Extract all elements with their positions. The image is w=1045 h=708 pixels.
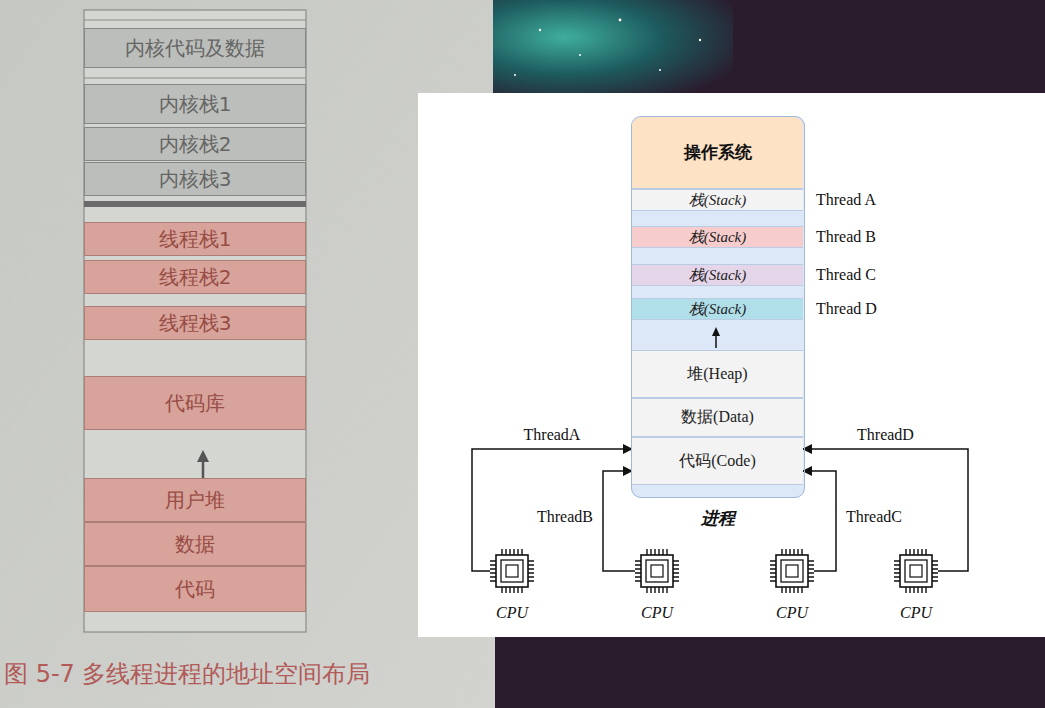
cpu-chip: CPU xyxy=(635,546,679,622)
code-region: 代码(Code) xyxy=(632,437,803,485)
node-label: 栈(Stack) xyxy=(689,266,746,285)
thread-connector xyxy=(803,471,836,571)
memory-region: 内核栈3 xyxy=(84,162,306,196)
thread-label: Thread A xyxy=(816,190,876,210)
edge-label: ThreadC xyxy=(844,508,904,526)
thread-connector xyxy=(472,449,632,571)
node-label: 用户堆 xyxy=(165,487,225,514)
node-label: CPU xyxy=(758,604,826,622)
process-box: 进程操作系统栈(Stack)Thread A栈(Stack)Thread B栈(… xyxy=(631,116,805,498)
node-label: 线程栈1 xyxy=(159,226,232,253)
node-label: 内核栈2 xyxy=(159,131,232,158)
memory-region: 线程栈1 xyxy=(84,222,306,256)
cpu-chip: CPU xyxy=(770,546,814,622)
thread-label: Thread B xyxy=(816,227,876,247)
node-label: CPU xyxy=(478,604,546,622)
memory-region: 用户堆 xyxy=(84,478,306,522)
thread-connector xyxy=(803,449,968,571)
edge-label: ThreadB xyxy=(535,508,595,526)
node-label: 代码(Code) xyxy=(679,451,755,472)
node-label: 内核代码及数据 xyxy=(125,35,265,62)
node-label: 进程 xyxy=(632,507,804,530)
stack-band: 栈(Stack)Thread A xyxy=(632,189,803,211)
memory-region: 内核栈2 xyxy=(84,127,306,161)
node-label: 代码库 xyxy=(165,390,225,417)
node-label: 线程栈2 xyxy=(159,264,232,291)
node-label: 栈(Stack) xyxy=(689,191,746,210)
memory-region: 代码库 xyxy=(84,376,306,430)
memory-region: 内核代码及数据 xyxy=(84,28,306,68)
figure-caption: 图 5-7 多线程进程的地址空间布局 xyxy=(4,658,370,690)
stack-band: 栈(Stack)Thread C xyxy=(632,264,803,286)
stack-band: 栈(Stack)Thread B xyxy=(632,226,803,248)
edge-label: ThreadA xyxy=(522,426,583,444)
node-label: 堆(Heap) xyxy=(687,364,747,385)
node-label: CPU xyxy=(882,604,950,622)
node-label: 数据(Data) xyxy=(681,407,754,428)
node-label: 代码 xyxy=(175,576,215,603)
cpu-chip: CPU xyxy=(894,546,938,622)
node-label: 内核栈3 xyxy=(159,166,232,193)
memory-region: 代码 xyxy=(84,566,306,612)
edge-label: ThreadD xyxy=(855,426,916,444)
thread-label: Thread C xyxy=(816,265,876,285)
memory-region: 数据 xyxy=(84,522,306,566)
data-region: 数据(Data) xyxy=(632,398,803,437)
memory-region: 线程栈3 xyxy=(84,306,306,340)
node-label: 操作系统 xyxy=(684,141,752,164)
os-region: 操作系统 xyxy=(632,117,803,189)
memory-region: 线程栈2 xyxy=(84,260,306,294)
node-label: 栈(Stack) xyxy=(689,300,746,319)
node-label: 线程栈3 xyxy=(159,310,232,337)
stack-band: 栈(Stack)Thread D xyxy=(632,298,803,320)
node-label: 栈(Stack) xyxy=(689,228,746,247)
thread-label: Thread D xyxy=(816,299,877,319)
heap-region: 堆(Heap) xyxy=(632,350,803,398)
node-label: 数据 xyxy=(175,531,215,558)
node-label: CPU xyxy=(623,604,691,622)
cpu-chip: CPU xyxy=(490,546,534,622)
node-label: 内核栈1 xyxy=(159,91,232,118)
memory-region: 内核栈1 xyxy=(84,84,306,124)
